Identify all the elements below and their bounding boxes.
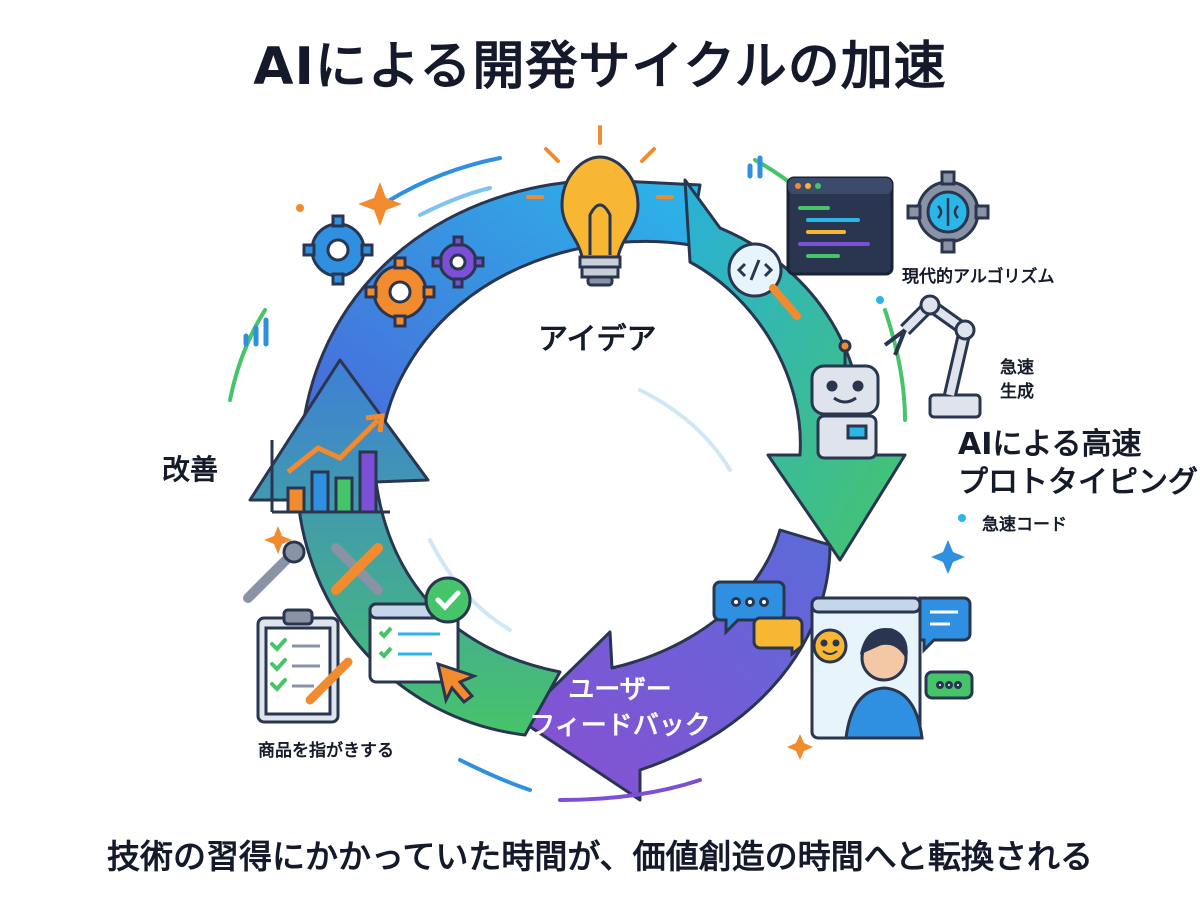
code-magnifier-icon (727, 242, 801, 320)
stage-label-feedback-line1: ユーザー (568, 675, 672, 705)
annotation-modern-algorithms: 現代的アルゴリズム (902, 267, 1055, 287)
robot-arm-icon (883, 294, 982, 419)
lightbulb-icon (526, 125, 674, 287)
clipboard-checklist-icon (256, 608, 353, 724)
stage-label-improvement: 改善 (162, 453, 219, 486)
annotation-rapid-generation-line2: 生成 (1000, 382, 1034, 402)
ring-segment-blue (298, 178, 702, 472)
page-subtitle: 技術の習得にかかっていた時間が、価値創造の時間へと転換される (106, 837, 1094, 876)
chat-bubble-icon (712, 580, 804, 658)
growth-chart-icon (270, 413, 390, 514)
robot-icon (810, 339, 880, 460)
annotation-rapid-generation: 急速 生成 (1000, 356, 1034, 404)
gear-icon (302, 214, 485, 328)
page-title: AIによる開発サイクルの加速 (253, 37, 947, 97)
annotation-product-pointing: 商品を指がきする (258, 741, 394, 761)
stage-label-prototyping-line1: AIによる高速 (958, 427, 1142, 462)
stage-label-feedback-line2: フィードバック (529, 711, 711, 741)
annotation-rapid-generation-line1: 急速 (1000, 358, 1034, 378)
checked-document-icon (368, 576, 479, 705)
sparkle-icon (243, 155, 966, 760)
annotation-rapid-code: 急速コード (982, 515, 1067, 535)
stage-label-feedback: ユーザー フィードバック (520, 672, 720, 744)
ring-segment-purple (518, 528, 832, 802)
stage-label-prototyping: AIによる高速 プロトタイピング (958, 426, 1198, 502)
stage-label-idea: アイデア (538, 322, 657, 357)
code-window-icon (786, 176, 894, 276)
user-video-icon (810, 596, 974, 740)
stage-label-prototyping-line2: プロトタイピング (958, 465, 1198, 500)
brain-gear-icon (906, 170, 990, 254)
wrench-icon (243, 540, 383, 603)
